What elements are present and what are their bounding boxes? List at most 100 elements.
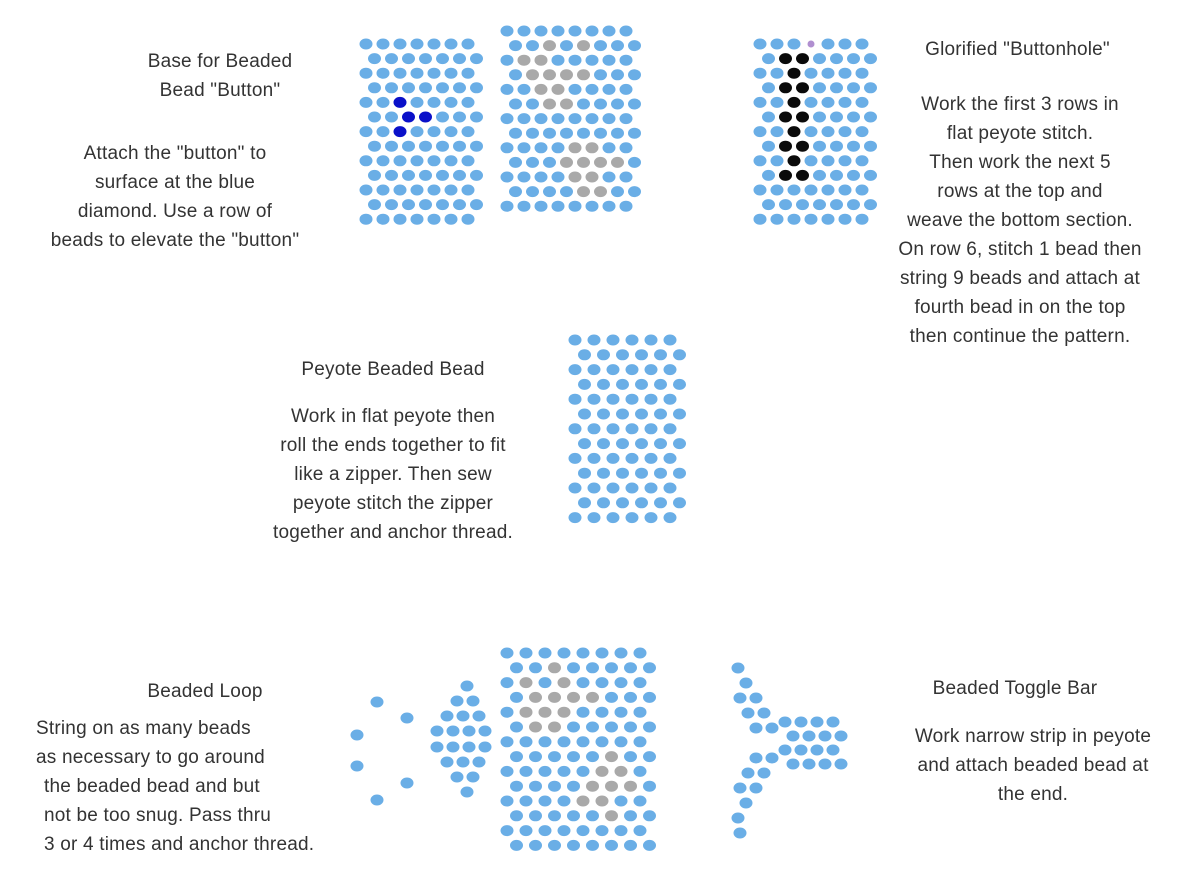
bead xyxy=(368,199,381,210)
bead xyxy=(385,199,398,210)
bead xyxy=(673,409,686,420)
bead xyxy=(552,201,565,212)
bead xyxy=(643,692,656,703)
bead xyxy=(839,68,852,79)
bead xyxy=(762,170,775,181)
bead xyxy=(626,364,639,375)
bead xyxy=(535,142,548,153)
bead xyxy=(368,112,381,123)
bead xyxy=(586,84,599,95)
bead xyxy=(864,53,877,64)
bead xyxy=(453,112,466,123)
instruction-line: weave the bottom section. xyxy=(850,206,1190,235)
bead xyxy=(605,692,618,703)
bead xyxy=(588,364,601,375)
bead xyxy=(620,113,633,124)
buttonhole-instructions: Work the first 3 rows in flat peyote sti… xyxy=(850,90,1190,351)
bead xyxy=(673,497,686,508)
bead xyxy=(552,113,565,124)
bead xyxy=(510,692,523,703)
bead xyxy=(750,783,763,794)
bead xyxy=(771,126,784,137)
bead xyxy=(611,186,624,197)
bead xyxy=(628,40,641,51)
bead xyxy=(673,349,686,360)
bead xyxy=(664,394,677,405)
bead xyxy=(368,82,381,93)
bead xyxy=(811,745,824,756)
bead xyxy=(813,199,826,210)
bead xyxy=(803,731,816,742)
bead xyxy=(620,172,633,183)
bead xyxy=(510,810,523,821)
bead xyxy=(419,82,432,93)
bead xyxy=(635,409,648,420)
black-bead xyxy=(779,141,792,152)
bead xyxy=(577,736,590,747)
bead xyxy=(830,199,843,210)
bead xyxy=(453,199,466,210)
bead xyxy=(771,214,784,225)
bead xyxy=(394,68,407,79)
bead xyxy=(795,717,808,728)
bead xyxy=(578,379,591,390)
bead xyxy=(635,379,648,390)
bead xyxy=(445,214,458,225)
toggle-left-flare xyxy=(431,681,492,798)
bead xyxy=(470,53,483,64)
bead xyxy=(510,751,523,762)
bead xyxy=(520,796,533,807)
bead xyxy=(377,155,390,166)
button-base-bead-grid xyxy=(360,39,484,225)
bead xyxy=(616,409,629,420)
bead xyxy=(830,53,843,64)
bead xyxy=(501,796,514,807)
bead xyxy=(569,453,582,464)
bead xyxy=(611,99,624,110)
bead xyxy=(411,214,424,225)
bead xyxy=(813,82,826,93)
bead xyxy=(419,199,432,210)
bead xyxy=(732,813,745,824)
bead xyxy=(635,497,648,508)
bead xyxy=(603,172,616,183)
bead xyxy=(734,783,747,794)
gray-bead xyxy=(529,722,542,733)
bead xyxy=(754,39,767,50)
bead xyxy=(822,185,835,196)
bead xyxy=(548,751,561,762)
bead xyxy=(360,155,373,166)
gray-bead xyxy=(577,69,590,80)
bead xyxy=(479,742,492,753)
bead xyxy=(539,677,552,688)
gray-bead xyxy=(529,692,542,703)
bead xyxy=(569,423,582,434)
bead xyxy=(596,707,609,718)
bead xyxy=(401,778,414,789)
black-bead xyxy=(788,97,801,108)
peyote-bead-bead-grid xyxy=(569,335,687,524)
bead xyxy=(586,810,599,821)
bead xyxy=(803,759,816,770)
button-base-instructions: Attach the "button" to surface at the bl… xyxy=(0,139,350,255)
bead xyxy=(620,26,633,37)
bead xyxy=(605,722,618,733)
instruction-line: like a zipper. Then sew xyxy=(228,460,558,489)
bead xyxy=(543,157,556,168)
bead xyxy=(394,185,407,196)
bead xyxy=(654,438,667,449)
bead xyxy=(462,97,475,108)
bead xyxy=(830,82,843,93)
bead xyxy=(603,55,616,66)
gray-bead xyxy=(518,55,531,66)
bead xyxy=(626,512,639,523)
bead xyxy=(586,113,599,124)
gray-bead xyxy=(624,781,637,792)
bead xyxy=(509,40,522,51)
bead xyxy=(360,185,373,196)
instruction-line: peyote stitch the zipper xyxy=(228,489,558,518)
instruction-line: diamond. Use a row of xyxy=(0,197,350,226)
gray-bead xyxy=(577,796,590,807)
bead xyxy=(552,26,565,37)
black-bead xyxy=(788,126,801,137)
